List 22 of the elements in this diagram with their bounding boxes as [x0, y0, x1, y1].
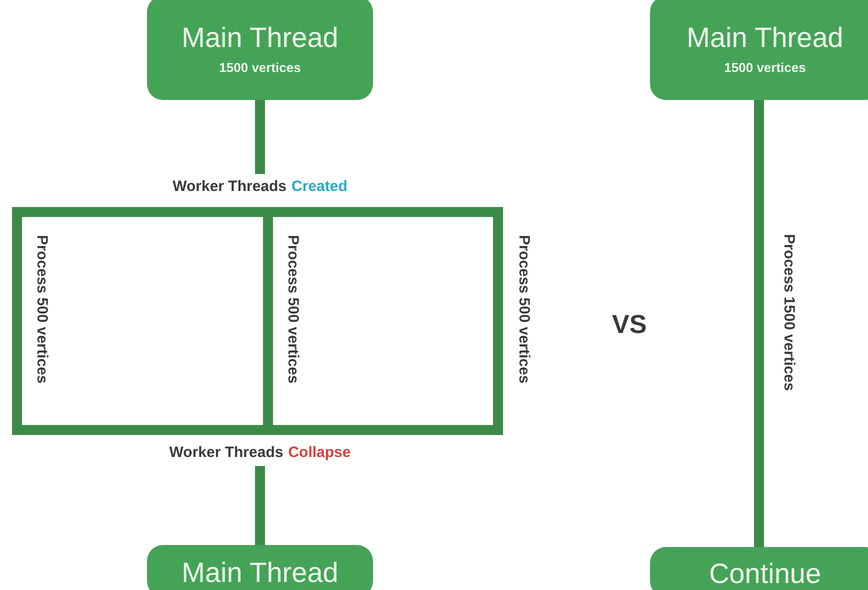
worker-task-text: Process 500 vertices	[514, 235, 534, 384]
thread-title: Main Thread	[182, 22, 338, 54]
stage-status: Created	[292, 176, 348, 197]
stage-caption: Worker Threads	[169, 442, 284, 463]
connector-line	[255, 466, 265, 545]
thread-box	[147, 545, 373, 590]
worker-task-text: Process 500 vertices	[32, 235, 52, 384]
vs-label: VS	[612, 308, 647, 341]
thread-subtitle: 1500 vertices	[219, 59, 301, 78]
stage-status: Collapse	[288, 442, 351, 463]
thread-box	[650, 0, 868, 100]
connector-line	[754, 100, 764, 547]
thread-box	[650, 547, 868, 590]
worker-task-text: Process 500 vertices	[284, 235, 302, 384]
thread-title: Main Thread	[686, 22, 844, 54]
connector-line	[255, 100, 265, 174]
stage-caption: Worker Threads	[172, 176, 287, 197]
thread-title: Continue	[708, 558, 822, 590]
thread-box	[147, 0, 373, 100]
thread-subtitle: 1500 vertices	[724, 59, 806, 78]
thread-title: Main Thread	[182, 557, 338, 589]
edge-label: Process 1500 vertices	[780, 234, 798, 390]
